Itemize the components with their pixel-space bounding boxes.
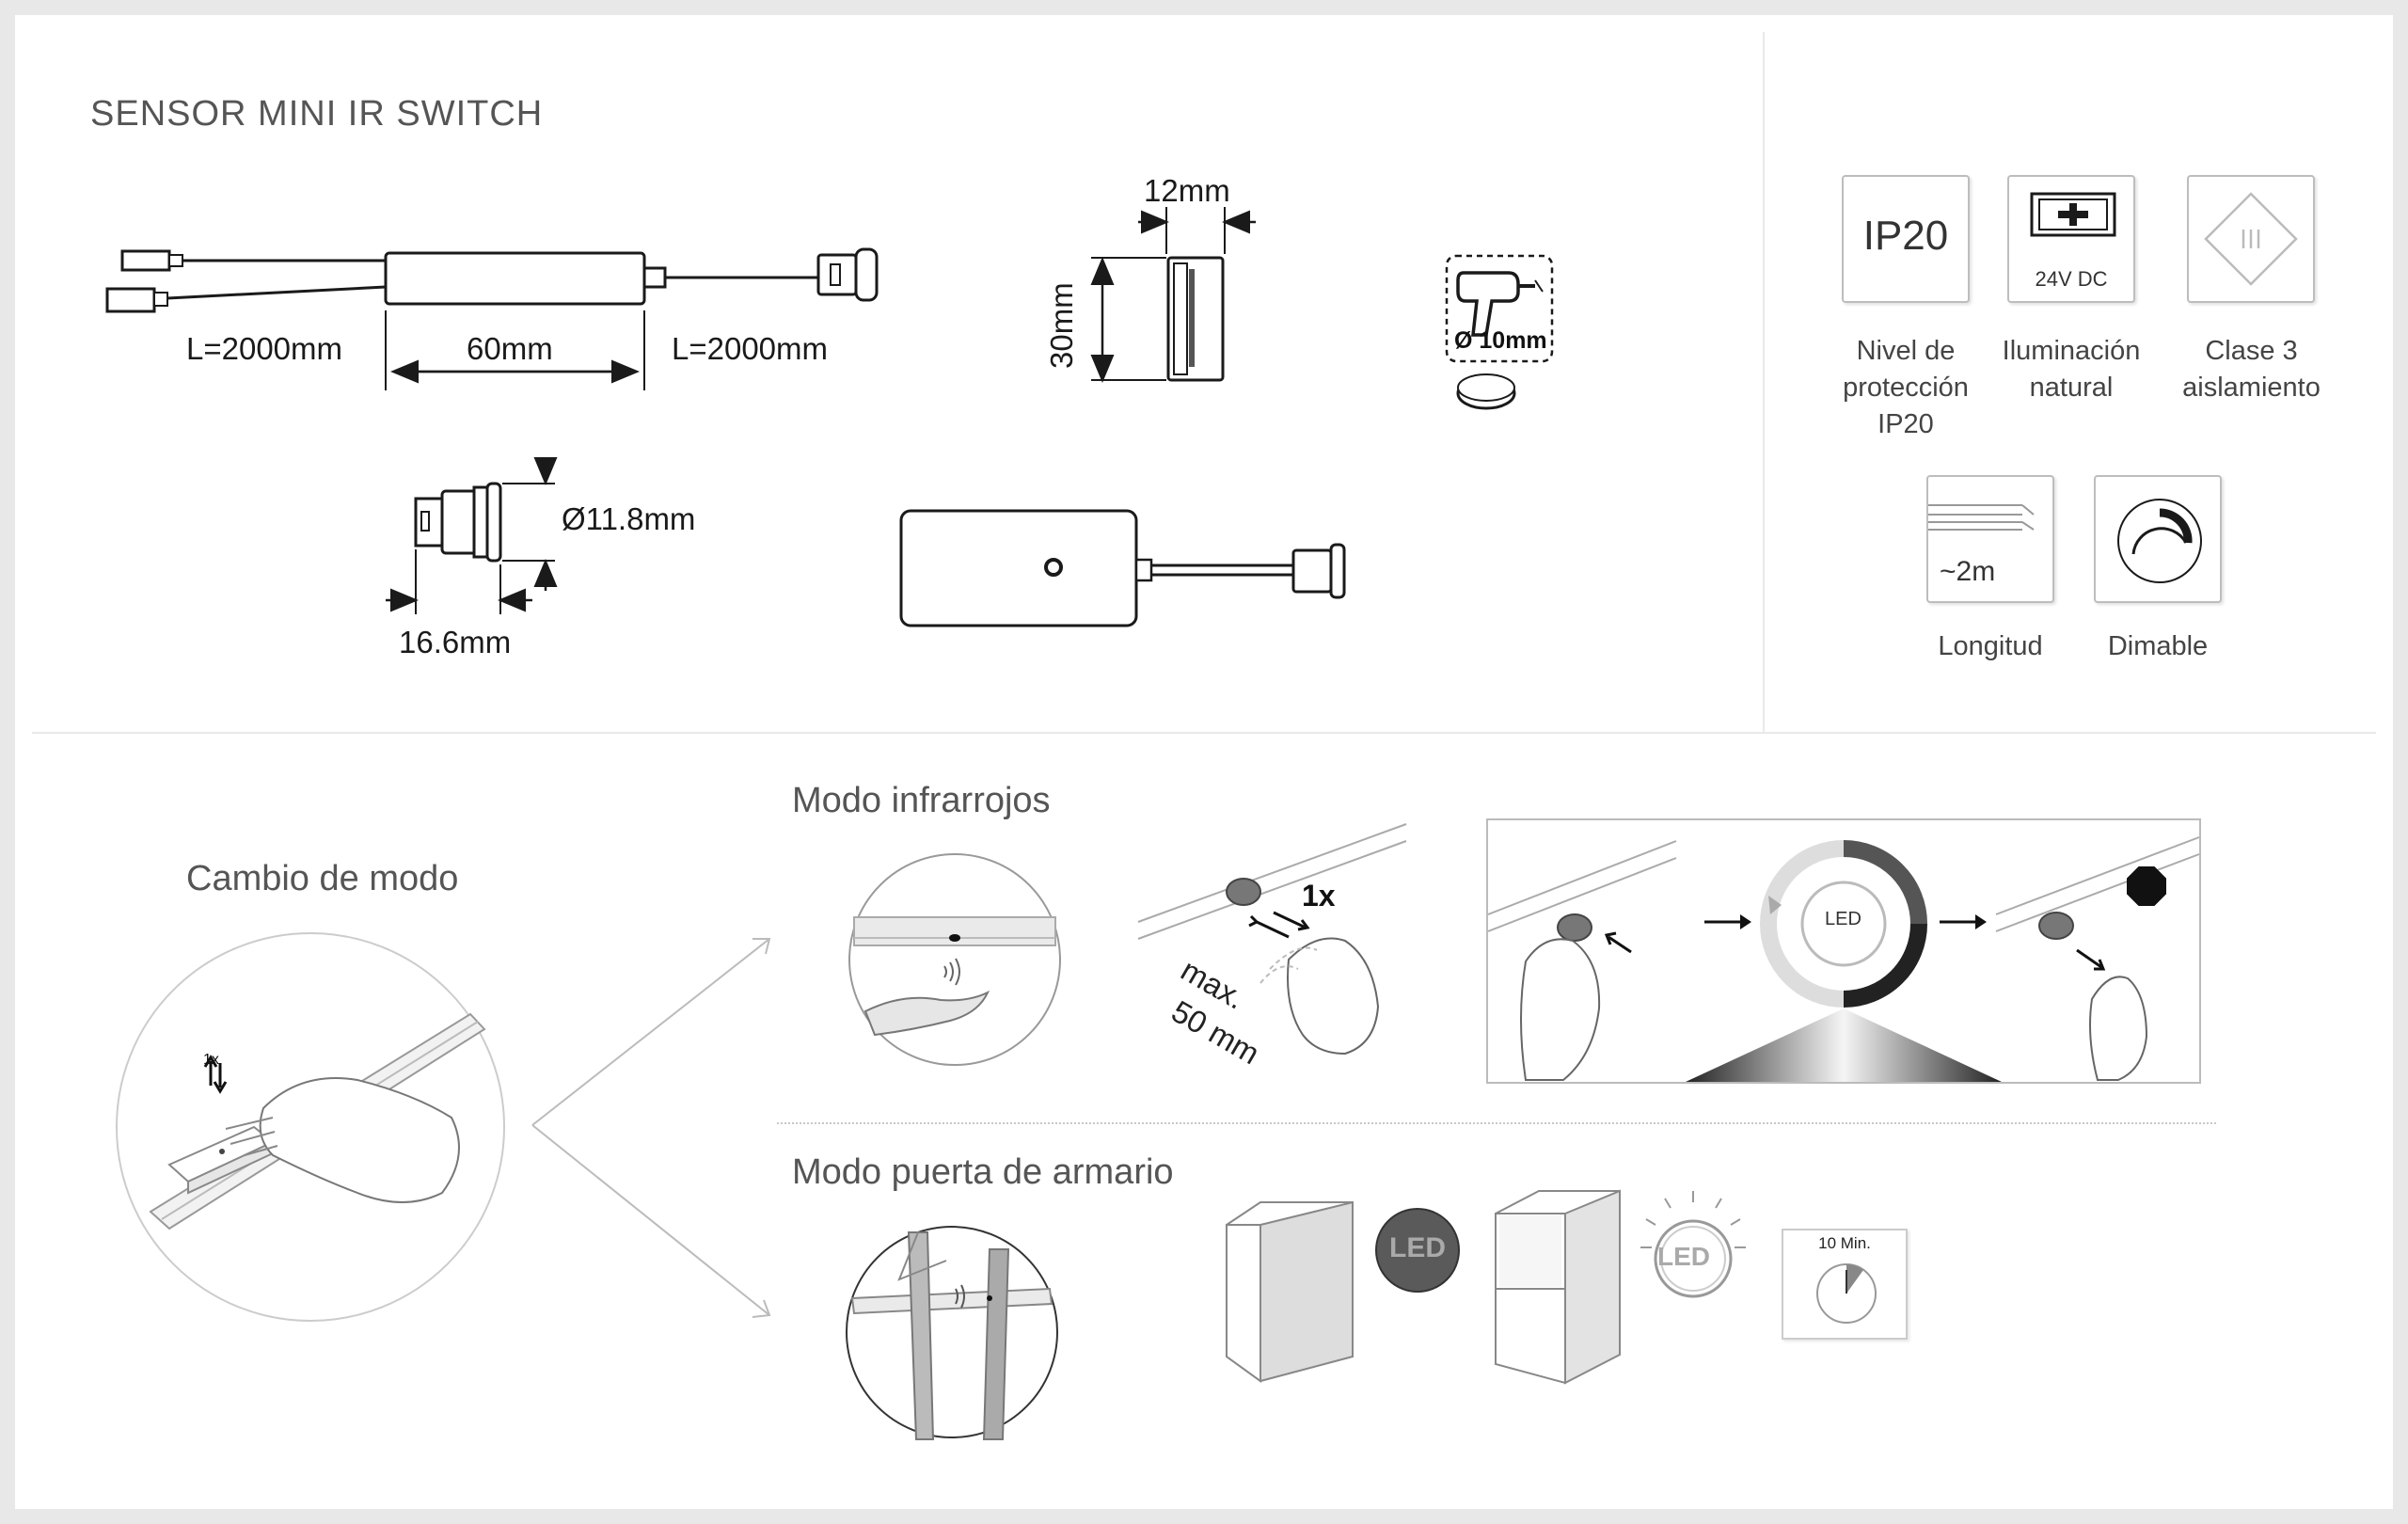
product-title: SENSOR MINI IR SWITCH xyxy=(90,94,544,134)
feature-label-ip20: Nivel de protección IP20 xyxy=(1843,336,1969,439)
class3-insulation-icon xyxy=(2187,175,2315,303)
ir-mode-title: Modo infrarrojos xyxy=(792,781,1051,820)
section-divider-vertical xyxy=(1763,32,1765,733)
cabinet-open-illustration xyxy=(1495,1189,1621,1385)
mode-change-illustration xyxy=(116,932,505,1322)
door-mode-title: Modo puerta de armario xyxy=(792,1152,1174,1192)
cable-length-icon: ~2m xyxy=(1926,475,2054,603)
mode-change-tap-count: 1x xyxy=(203,1052,219,1068)
ir-tap-count: 1x xyxy=(1302,879,1336,913)
section-divider-horizontal xyxy=(32,732,2376,734)
sensor-width: 12mm xyxy=(1144,173,1230,208)
dimmable-icon xyxy=(2094,475,2222,603)
driver-box-drawing xyxy=(899,509,1346,627)
feature-label-lighting: Iluminación natural xyxy=(2002,336,2141,403)
power-supply-icon: 24V DC xyxy=(2007,175,2135,303)
drill-icon xyxy=(1445,254,1554,410)
mode-change-title: Cambio de modo xyxy=(186,859,459,898)
ir-stop-label: STOP xyxy=(2128,910,2171,928)
plus-icon xyxy=(2030,192,2116,237)
feature-label-insulation: Clase 3 aislamiento xyxy=(2182,336,2321,403)
ip20-icon-text: IP20 xyxy=(1862,213,1949,259)
ip20-icon: IP20 xyxy=(1842,175,1970,303)
drill-diameter: Ø 10mm xyxy=(1454,327,1547,354)
ir-led-label: LED xyxy=(1825,909,1861,929)
feature-label-length: Longitud xyxy=(1938,631,2043,661)
power-supply-text: 24V DC xyxy=(2035,267,2108,291)
door-led-on-label: LED xyxy=(1657,1242,1710,1271)
feature-label-dimmable: Dimable xyxy=(2107,631,2209,661)
cable-icon xyxy=(1928,504,2035,531)
driver-cable-drawing xyxy=(105,247,879,390)
sensor-side-drawing xyxy=(1090,207,1256,383)
dimmer-arc-icon xyxy=(2117,499,2202,583)
mode-branch-lines xyxy=(531,938,771,1318)
diamond-icon xyxy=(2204,192,2298,286)
cable-right-length: L=2000mm xyxy=(672,331,829,366)
timer-icon: 10 Min. xyxy=(1782,1229,1908,1340)
cable-left-length: L=2000mm xyxy=(186,331,343,366)
ir-mode-distance-illustration xyxy=(1137,823,1407,1056)
mode-divider xyxy=(777,1122,2216,1124)
ir-sequence-illustration xyxy=(1487,836,2200,1082)
head-length: 16.6mm xyxy=(399,625,512,659)
led-off-icon: LED xyxy=(1375,1208,1460,1293)
timer-label: 10 Min. xyxy=(1818,1234,1871,1252)
body-length: 60mm xyxy=(467,331,553,366)
sensor-head-drawing xyxy=(386,457,558,614)
door-led-off-label: LED xyxy=(1389,1232,1446,1263)
head-diameter: Ø11.8mm xyxy=(562,501,696,536)
cabinet-closed-illustration xyxy=(1226,1200,1354,1383)
clock-icon xyxy=(1816,1263,1877,1324)
cable-length-text: ~2m xyxy=(1940,556,1996,587)
door-mode-circle-illustration xyxy=(846,1226,1058,1440)
led-on-icon xyxy=(1640,1191,1746,1298)
sensor-height: 30mm xyxy=(1044,282,1079,369)
ir-mode-circle-illustration xyxy=(848,853,1061,1066)
